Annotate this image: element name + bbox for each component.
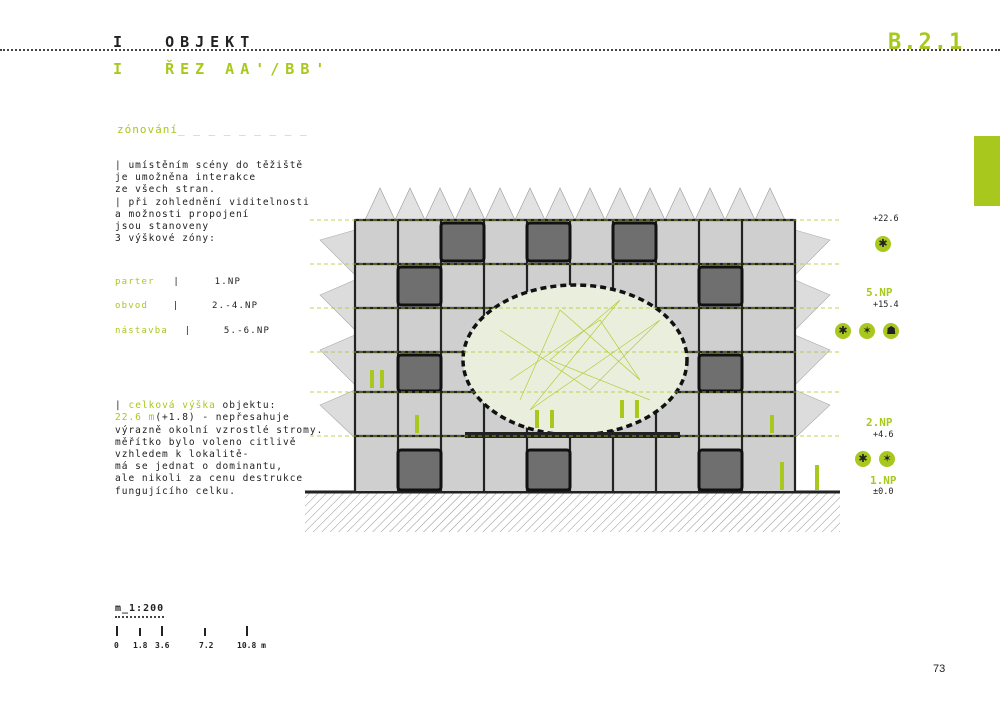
height-lead-green: celková výška bbox=[128, 400, 216, 412]
walking-person-icon: ✶ bbox=[859, 323, 876, 339]
level-label-1np: 1.NP bbox=[870, 474, 897, 487]
scale-tick-1 bbox=[139, 628, 141, 636]
height-value: 22.6 m bbox=[115, 412, 156, 424]
header-line2-prefix: I bbox=[113, 60, 129, 78]
zone-floors: 1.NP bbox=[214, 277, 242, 287]
scale-tick-0 bbox=[116, 626, 118, 636]
gear-icon: ✱ bbox=[875, 236, 891, 252]
header-rule bbox=[0, 49, 1000, 51]
header-line2: I ŘEZ AA'/BB' bbox=[113, 60, 330, 78]
scale-label-1: 1.8 bbox=[133, 641, 148, 650]
height-value-rest: (+1.8) - nepřesahuje bbox=[155, 412, 290, 424]
level-icons-5np: ✱ ✶ ☗ bbox=[832, 319, 900, 339]
header-line2-title: ŘEZ AA'/BB' bbox=[165, 60, 331, 78]
height-text: | celková výška objektu: 22.6 m(+1.8) - … bbox=[115, 388, 323, 498]
roof-canopy bbox=[364, 187, 786, 221]
zone-sep: | bbox=[172, 301, 180, 311]
zone-sep: | bbox=[184, 326, 192, 336]
zone-sep: | bbox=[173, 277, 180, 287]
sphere-network bbox=[499, 299, 661, 411]
sheet-code: B.2.1 bbox=[888, 30, 965, 55]
dark-modules bbox=[396, 221, 744, 492]
scale-tick-2 bbox=[161, 626, 163, 636]
stage-platform bbox=[465, 432, 680, 438]
level-height-5np: +15.4 bbox=[873, 300, 899, 310]
height-lead-rest: objektu: bbox=[215, 400, 277, 412]
height-lead-bar: | bbox=[115, 400, 122, 412]
level-height-top: +22.6 bbox=[873, 214, 899, 224]
level-label-5np: 5.NP bbox=[866, 286, 893, 299]
level-height-2np: +4.6 bbox=[873, 430, 894, 440]
ground-hatch bbox=[305, 492, 840, 532]
people-figures bbox=[370, 370, 819, 490]
central-sphere bbox=[461, 283, 689, 437]
zone-name: parter bbox=[115, 277, 155, 287]
scale-label-4: 10.8 m bbox=[237, 641, 266, 650]
header-line1-title: OBJEKT bbox=[165, 33, 256, 51]
scale-label-2: 3.6 bbox=[155, 641, 170, 650]
header-line1-prefix: I bbox=[113, 33, 129, 51]
scale-label-0: 0 bbox=[114, 641, 119, 650]
zone-row-obvod: obvod | 2.-4.NP bbox=[115, 301, 258, 311]
header-line1: I OBJEKT bbox=[113, 33, 255, 51]
scale-tick-4 bbox=[246, 626, 248, 636]
height-rest: výrazně okolní vzrostlé stromy. měřítko … bbox=[115, 424, 324, 497]
running-person-icon: ✶ bbox=[879, 451, 896, 467]
scale-title: m_1:200 bbox=[115, 603, 165, 618]
level-icons-top: ✱ bbox=[872, 232, 891, 252]
side-panels bbox=[319, 229, 831, 439]
zone-name: obvod bbox=[115, 301, 149, 311]
section-title: zónování_ _ _ _ _ _ _ _ _ bbox=[117, 123, 308, 136]
level-height-1np: ±0.0 bbox=[873, 487, 894, 497]
zone-floors: 5.-6.NP bbox=[223, 326, 271, 336]
level-guides bbox=[310, 219, 840, 437]
intro-text: | umístěním scény do těžiště je umožněna… bbox=[115, 160, 310, 245]
gear-icon: ✱ bbox=[835, 323, 851, 339]
level-label-2np: 2.NP bbox=[866, 416, 893, 429]
chapter-tab bbox=[974, 136, 1000, 206]
zone-row-nastavba: nástavba | 5.-6.NP bbox=[115, 326, 270, 336]
scale-label-3: 7.2 bbox=[199, 641, 214, 650]
sauna-icon: ☗ bbox=[883, 323, 900, 339]
level-icons-2np: ✱ ✶ bbox=[852, 447, 896, 467]
scale-tick-3 bbox=[204, 628, 206, 636]
zone-row-parter: parter | 1.NP bbox=[115, 277, 241, 287]
page-number: 73 bbox=[933, 663, 946, 675]
section-drawing bbox=[305, 187, 840, 532]
zone-floors: 2.-4.NP bbox=[211, 301, 259, 311]
gear-icon: ✱ bbox=[855, 451, 871, 467]
zone-name: nástavba bbox=[115, 326, 168, 336]
